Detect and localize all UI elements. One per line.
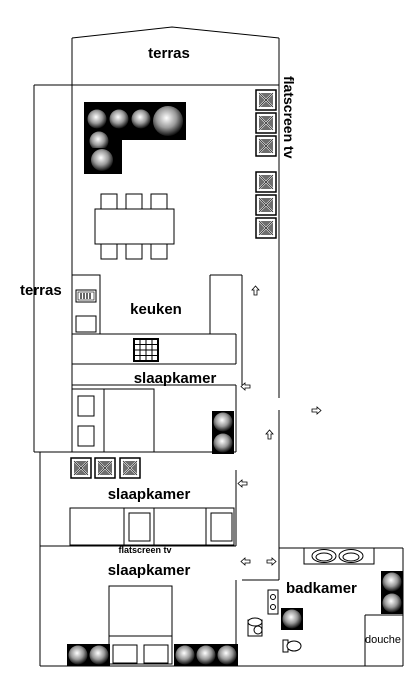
room-label-keuken: keuken [130,301,182,318]
flatscreen-tv-label-small: flatscreen tv [118,545,171,555]
window-grid-icon [133,338,159,362]
speaker-column-top [255,89,277,239]
dining-table-icon [94,193,175,260]
bathtub-icon [267,589,279,615]
arrow-icon [237,479,248,488]
arrow-icon [240,557,251,566]
room-label-slaapkamer-1: slaapkamer [134,370,217,387]
speaker-pair-slaapkamer-1 [212,411,234,454]
speaker-row-middle [70,457,141,479]
room-label-terras-top: terras [148,45,190,62]
arrow-icon [251,285,260,296]
arrow-icon [311,406,322,415]
sofa-icon [84,102,186,174]
kitchen-cabinet-icon [71,274,101,335]
room-label-terras-left: terras [20,282,62,299]
arrow-icon [266,557,277,566]
room-label-slaapkamer-2: slaapkamer [108,486,191,503]
sink-icon [303,547,375,565]
room-label-douche: douche [365,634,401,646]
bed-icon [71,388,155,453]
bed-icon-double [108,585,173,665]
room-label-badkamer: badkamer [286,580,357,597]
flatscreen-tv-label-vertical: flatscreen tv [281,76,297,159]
arrow-icon [265,429,274,440]
stove-icon [77,291,95,301]
bed-icon-twin [69,507,235,546]
room-label-slaapkamer-3: slaapkamer [108,562,191,579]
toilet-icon [247,617,302,653]
